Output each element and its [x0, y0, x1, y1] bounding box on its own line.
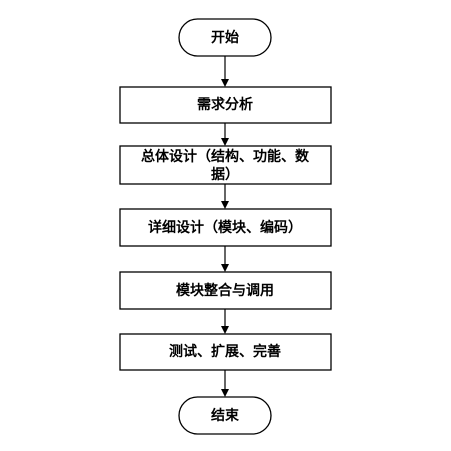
flow-edges: [221, 56, 229, 397]
step-label-testing: 测试、扩展、完善: [169, 343, 281, 360]
arrow-overall-design-to-detailed-design: [221, 184, 229, 209]
process-box-module-integration: 模块整合与调用: [119, 271, 332, 310]
step-label-overall-design-line2: 据）: [211, 166, 239, 183]
step-label-detailed-design: 详细设计（模块、编码）: [148, 219, 302, 236]
end-terminal: 结束: [178, 396, 272, 435]
process-box-requirements-analysis: 需求分析: [119, 86, 332, 124]
process-box-overall-design: 总体设计（结构、功能、数 据）: [119, 145, 332, 185]
step-label-overall-design-line1: 总体设计（结构、功能、数: [141, 148, 310, 165]
arrow-integration-to-testing: [221, 309, 229, 334]
step-label-requirements-analysis: 需求分析: [197, 96, 253, 113]
process-box-detailed-design: 详细设计（模块、编码）: [119, 208, 332, 247]
end-label: 结束: [211, 407, 240, 424]
step-label-module-integration: 模块整合与调用: [176, 282, 274, 299]
process-box-testing: 测试、扩展、完善: [119, 333, 332, 371]
arrow-requirements-to-overall-design: [221, 123, 229, 146]
arrow-start-to-requirements: [221, 56, 229, 87]
arrow-testing-to-end: [221, 370, 229, 397]
arrow-detailed-design-to-integration: [221, 246, 229, 272]
start-label: 开始: [211, 29, 239, 46]
start-terminal: 开始: [178, 18, 272, 57]
